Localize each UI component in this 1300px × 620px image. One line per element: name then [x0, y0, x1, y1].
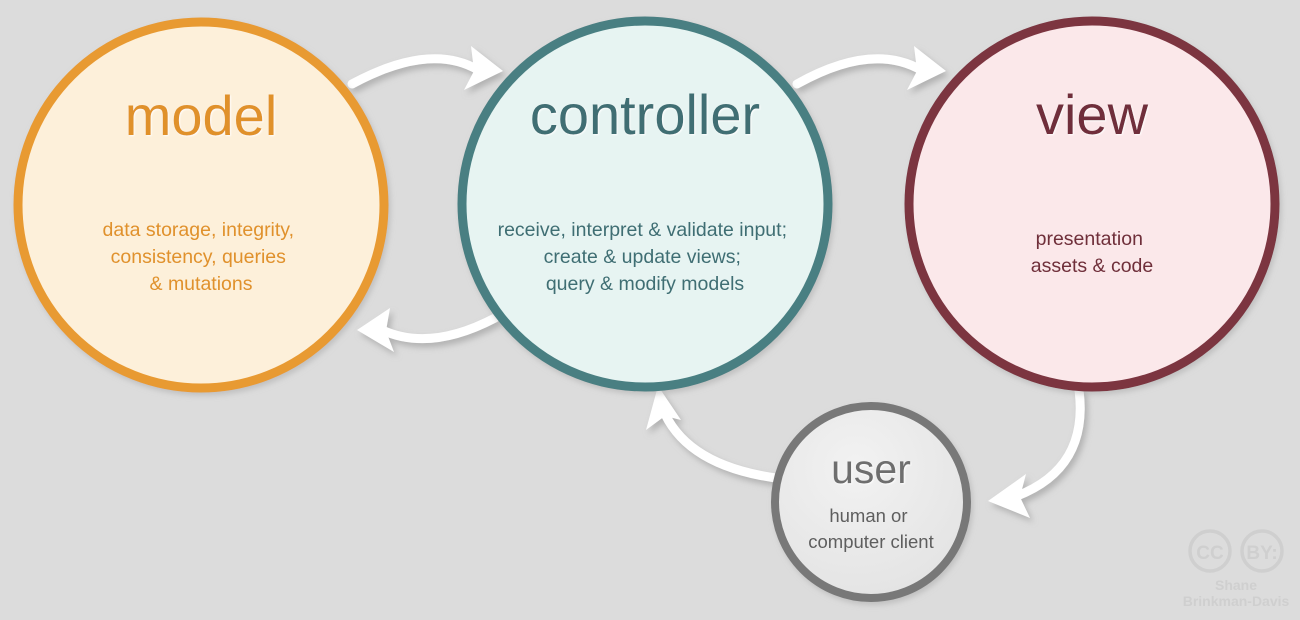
arrow-controller-to-model [357, 308, 500, 352]
user-circle[interactable] [771, 402, 971, 602]
creative-commons-icon[interactable]: CC [1188, 529, 1232, 573]
by-label: BY: [1246, 543, 1277, 564]
node-controller[interactable]: controller receive, interpret & validate… [457, 16, 833, 392]
node-model[interactable]: model data storage, integrity, consisten… [13, 17, 389, 393]
arrow-controller-to-view [792, 46, 946, 90]
author-name-line2: Brinkman-Davis [1183, 593, 1290, 609]
user-desc: human or computer client [808, 505, 933, 552]
arrow-model-to-controller [347, 46, 503, 90]
author-name-line1: Shane [1215, 577, 1257, 593]
by-attribution-icon[interactable]: BY: [1240, 529, 1284, 573]
controller-desc: receive, interpret & validate input; cre… [498, 219, 793, 295]
view-desc: presentation assets & code [1031, 228, 1153, 277]
model-circle[interactable] [13, 17, 389, 393]
view-title: view [1036, 83, 1149, 146]
node-view[interactable]: view presentation assets & code [904, 16, 1280, 392]
cc-label: CC [1196, 543, 1224, 564]
model-desc: data storage, integrity, consistency, qu… [103, 219, 300, 295]
arrow-user-to-controller [646, 386, 781, 483]
model-title: model [125, 84, 278, 147]
license-badge[interactable]: CC BY: Shane Brinkman-Davis [1183, 529, 1290, 609]
arrow-view-to-user [988, 385, 1085, 518]
user-title: user [831, 446, 911, 492]
arrow-group [347, 46, 1085, 518]
view-circle[interactable] [904, 16, 1280, 392]
controller-circle[interactable] [457, 16, 833, 392]
controller-title: controller [530, 83, 760, 146]
node-user[interactable]: user human or computer client [771, 402, 971, 602]
